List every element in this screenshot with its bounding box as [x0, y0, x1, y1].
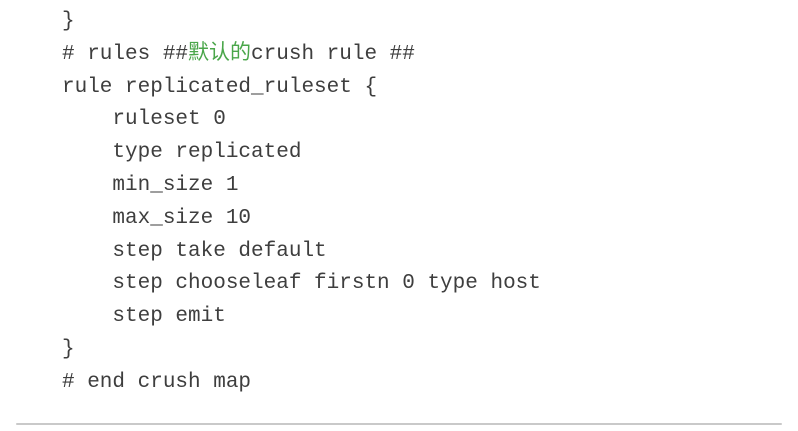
- code-text: step emit: [62, 305, 226, 329]
- code-text: type replicated: [62, 141, 302, 165]
- code-line: rule replicated_ruleset {: [62, 72, 541, 105]
- code-line: min_size 1: [62, 170, 541, 203]
- code-text: # rules ##: [62, 42, 189, 66]
- code-line: }: [62, 6, 541, 39]
- highlighted-comment-text: 默认的: [188, 42, 252, 66]
- code-text: # end crush map: [62, 370, 252, 394]
- code-text: }: [62, 337, 75, 361]
- code-line: # end crush map: [62, 367, 541, 400]
- code-text: min_size 1: [62, 173, 239, 197]
- code-text: step chooseleaf firstn 0 type host: [62, 272, 541, 296]
- code-text: crush rule ##: [251, 42, 415, 66]
- code-text: step take default: [62, 239, 327, 263]
- code-text: rule replicated_ruleset {: [62, 75, 378, 99]
- code-block: } # rules ##默认的crush rule ## rule replicat…: [62, 6, 541, 400]
- code-line: max_size 10: [62, 203, 541, 236]
- code-line: # rules ##默认的crush rule ##: [62, 39, 541, 72]
- code-line: ruleset 0: [62, 104, 541, 137]
- code-line: step emit: [62, 301, 541, 334]
- code-text: max_size 10: [62, 206, 252, 230]
- bottom-divider: [16, 423, 782, 425]
- code-line: step take default: [62, 236, 541, 269]
- code-line: }: [62, 334, 541, 367]
- code-text: }: [62, 10, 75, 33]
- code-line: type replicated: [62, 137, 541, 170]
- code-text: ruleset 0: [62, 108, 226, 132]
- code-line: step chooseleaf firstn 0 type host: [62, 268, 541, 301]
